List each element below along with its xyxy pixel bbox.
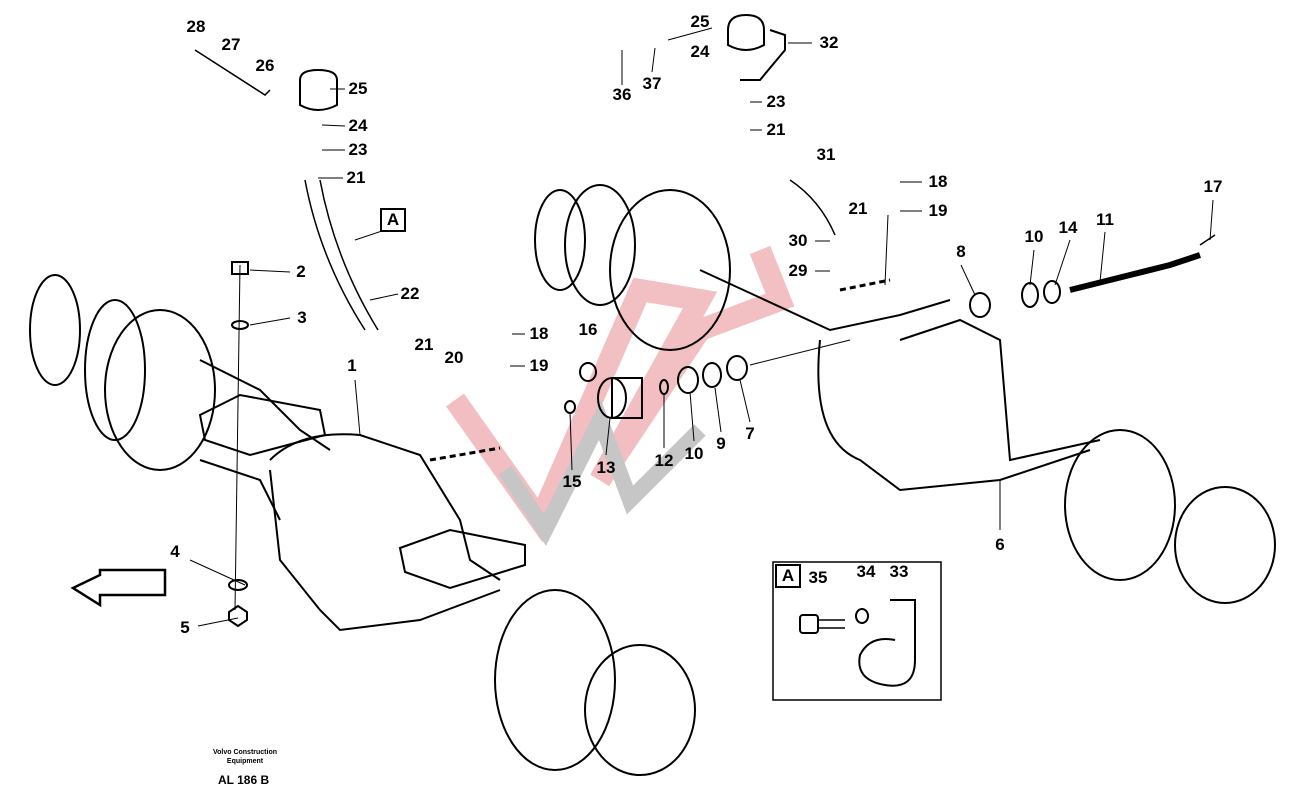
- part-label: 34: [856, 562, 876, 581]
- part-label: 13: [596, 458, 616, 477]
- part-label: 1: [347, 356, 357, 375]
- part-label: 18: [529, 324, 549, 343]
- part-label: 4: [170, 542, 180, 561]
- part-label: 37: [642, 74, 662, 93]
- rear-axle: [534, 13, 1276, 604]
- part-label: 9: [716, 434, 726, 453]
- part-label: 3: [297, 308, 307, 327]
- detail-marker-a: A: [380, 208, 406, 232]
- part-label: 15: [562, 472, 582, 491]
- front-axle: [29, 49, 696, 776]
- part-label: 5: [180, 618, 190, 637]
- part-label: 28: [186, 17, 206, 36]
- part-label: 25: [690, 12, 710, 31]
- part-label: 25: [348, 79, 368, 98]
- diagram-code: AL 186 B: [218, 773, 270, 787]
- part-label: 21: [346, 168, 366, 187]
- part-label: 35: [808, 568, 828, 587]
- part-label: 23: [766, 92, 786, 111]
- part-label: 33: [889, 562, 909, 581]
- part-label: 16: [578, 320, 598, 339]
- part-label: 22: [400, 284, 420, 303]
- part-label: 10: [1024, 227, 1044, 246]
- part-label: 12: [654, 451, 674, 470]
- part-label: 11: [1096, 210, 1114, 229]
- part-label: 36: [612, 85, 632, 104]
- part-label: 23: [348, 140, 368, 159]
- part-label: 14: [1058, 218, 1078, 237]
- part-label: 6: [995, 535, 1005, 554]
- part-label: 27: [221, 35, 241, 54]
- detail-inset-a: [772, 561, 942, 701]
- watermark-logo: [446, 245, 795, 546]
- part-label: 30: [788, 231, 808, 250]
- part-label: 7: [745, 424, 755, 443]
- part-label: 26: [255, 56, 275, 75]
- leader-lines: [189, 27, 1214, 627]
- inset-marker-a: A: [775, 564, 801, 588]
- part-label: 21: [414, 335, 434, 354]
- part-label: 24: [348, 116, 368, 135]
- part-label: 31: [816, 145, 836, 164]
- part-label: 8: [956, 242, 966, 261]
- part-label: 21: [848, 199, 868, 218]
- part-label: 20: [444, 348, 464, 367]
- part-label: 21: [766, 120, 786, 139]
- part-label: 17: [1203, 177, 1223, 196]
- manufacturer-caption: Volvo Construction Equipment: [212, 749, 278, 765]
- part-label: 29: [788, 261, 808, 280]
- part-label: 19: [928, 201, 948, 220]
- part-label: 24: [690, 42, 710, 61]
- part-label: 2: [296, 262, 306, 281]
- part-label: 19: [529, 356, 549, 375]
- part-label: 18: [928, 172, 948, 191]
- part-label: 10: [684, 444, 704, 463]
- part-label: 32: [819, 33, 839, 52]
